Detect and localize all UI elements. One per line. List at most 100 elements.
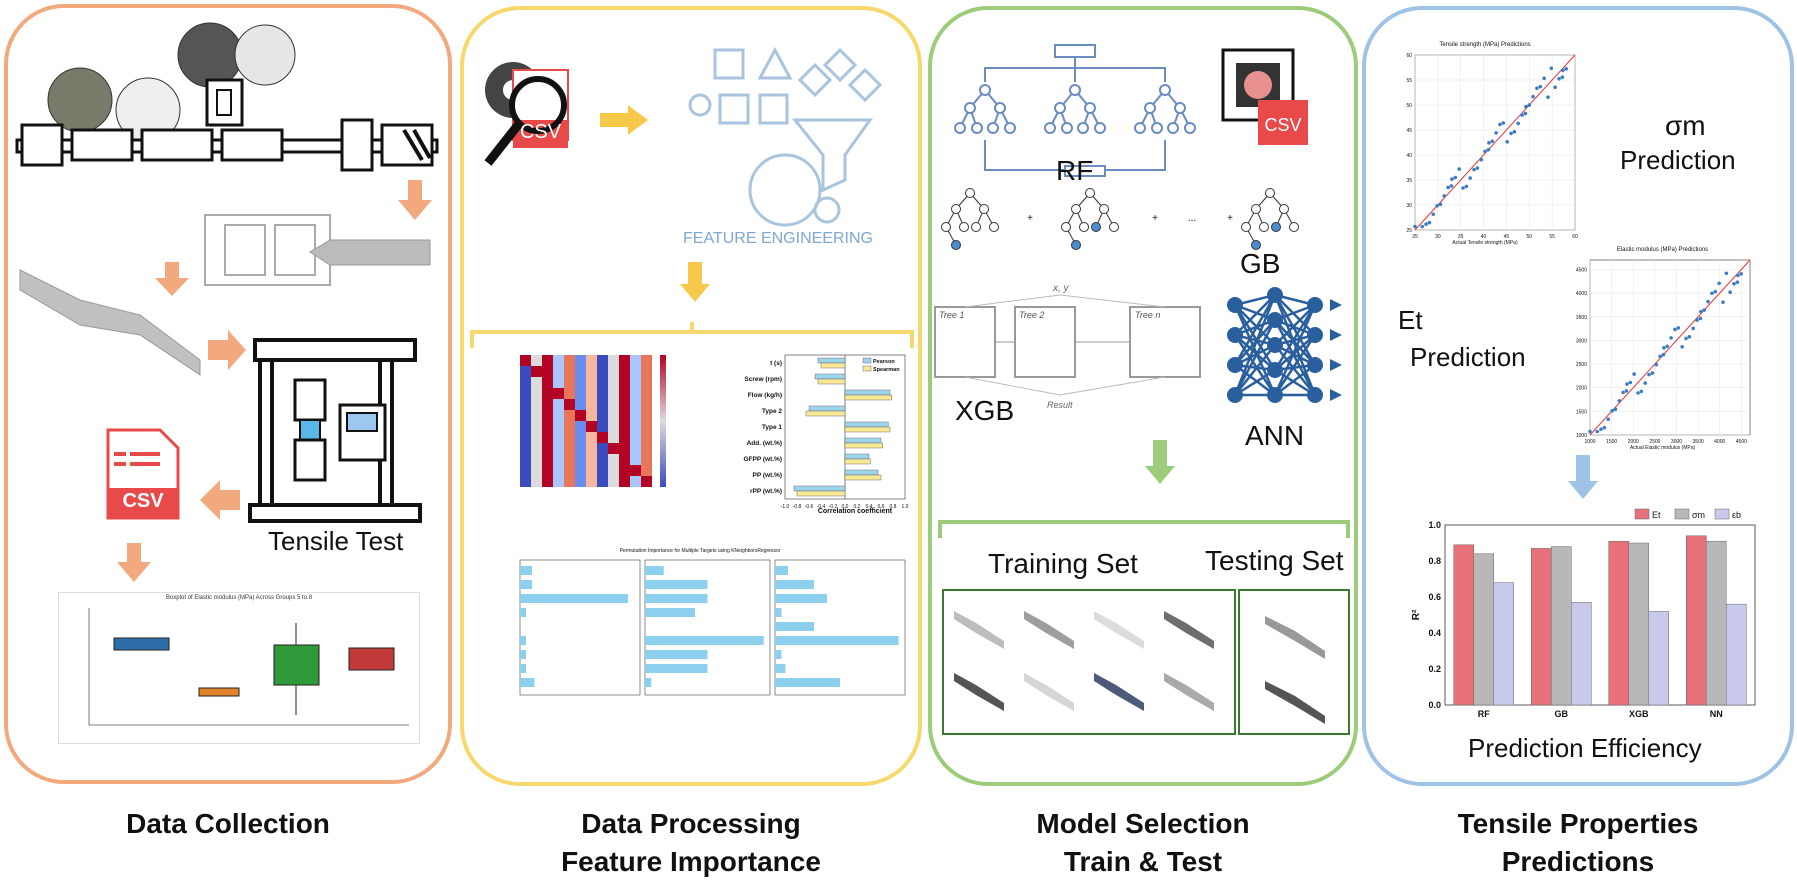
heatmap-cell — [641, 388, 652, 399]
specimen-image — [954, 673, 1004, 711]
scatter-point — [1457, 167, 1461, 171]
corr-bar — [844, 437, 882, 444]
scatter-point — [1602, 425, 1607, 430]
scatter-point — [1472, 167, 1476, 172]
r2-bar — [1453, 544, 1474, 706]
r2-bar — [1531, 548, 1552, 706]
heatmap-cell — [553, 377, 564, 388]
caption-line2: Feature Importance — [561, 846, 821, 877]
scatter-tick-label: 4500 — [1576, 267, 1587, 273]
scatter-point — [1435, 204, 1439, 208]
tree-node — [1071, 204, 1081, 214]
heatmap-cell — [564, 355, 575, 366]
scatter-point — [1520, 113, 1524, 117]
corr-bar — [844, 389, 891, 396]
heatmap-cell — [542, 432, 553, 443]
heatmap-cell — [630, 454, 641, 465]
ann-edge — [1233, 334, 1277, 396]
heatmap-cell — [597, 377, 608, 388]
corr-bar — [814, 373, 846, 380]
importance-bar — [645, 678, 652, 687]
tree-node — [979, 84, 991, 96]
scatter-point — [1684, 336, 1688, 341]
heatmap-cell — [619, 421, 630, 432]
importance-bar — [775, 608, 782, 617]
heatmap-cell — [586, 443, 597, 454]
scatter-tick-label: 3000 — [1576, 338, 1587, 344]
scatter-point — [1624, 389, 1629, 393]
scatter-point — [1698, 316, 1703, 321]
heatmap-cell — [542, 421, 553, 432]
tree-node — [1174, 102, 1186, 114]
heatmap-cell — [575, 476, 586, 487]
tree-node — [1241, 222, 1251, 232]
heatmap-cell — [586, 432, 597, 443]
extruder-illustration — [15, 78, 439, 172]
scatter-point — [1479, 157, 1484, 162]
corr-legend-label: Spearman — [873, 367, 900, 373]
scatter-point — [1546, 95, 1550, 99]
importance-title: Permutation Importance for Multiple Targ… — [619, 548, 781, 554]
panel-data-processing — [460, 6, 922, 786]
testing-set-label: Testing Set — [1205, 545, 1344, 576]
heatmap-cell — [630, 443, 641, 454]
tree-node — [1167, 122, 1179, 134]
heatmap-cell — [619, 465, 630, 476]
importance-bar — [775, 650, 782, 659]
ann-edge — [1273, 334, 1317, 396]
r2-legend-swatch — [1714, 508, 1730, 520]
corr-feature-label: Type 2 — [762, 408, 782, 415]
heatmap-cell — [586, 399, 597, 410]
permutation-importance-chart: Permutation Importance for Multiple Targ… — [490, 548, 910, 718]
scatter-point — [1617, 399, 1622, 403]
corr-tick-label: 0.4 — [866, 504, 873, 510]
scatter-tick-label: 3000 — [1671, 439, 1682, 445]
heatmap-cell — [586, 388, 597, 399]
r2-bar — [1706, 540, 1727, 706]
sigma-prediction-label: Prediction — [1620, 145, 1736, 175]
corr-tick-label: -0.8 — [793, 504, 802, 510]
r2-tick-label: 0.0 — [1428, 700, 1441, 710]
ann-neuron — [1267, 312, 1283, 328]
corr-tick-label: -0.4 — [817, 504, 826, 510]
heatmap-cell — [531, 366, 542, 377]
heatmap-cell — [597, 355, 608, 366]
importance-bar — [775, 678, 840, 687]
scatter-tick-label: 60 — [1572, 234, 1578, 240]
r2-legend-swatch — [1674, 508, 1690, 520]
ann-neuron — [1227, 387, 1243, 403]
scatter-point — [1438, 202, 1443, 207]
heatmap-cell — [520, 432, 531, 443]
ann-neuron — [1307, 297, 1323, 313]
heatmap-cell — [575, 377, 586, 388]
heatmap-cell — [641, 399, 652, 410]
scatter-point — [1427, 220, 1432, 225]
heatmap-cell — [597, 421, 608, 432]
ann-edge — [1234, 294, 1276, 336]
heatmap-cell — [619, 432, 630, 443]
plus-sign: + — [1152, 213, 1158, 224]
corr-feature-label: Type 1 — [762, 424, 782, 431]
scatter-point — [1431, 212, 1436, 217]
ellipsis: ... — [1188, 213, 1196, 224]
heatmap-cell — [575, 421, 586, 432]
importance-bar — [520, 650, 526, 659]
importance-bar — [520, 580, 532, 589]
tree-node — [1061, 222, 1071, 232]
tree-node — [987, 122, 999, 134]
corr-legend-swatch — [862, 365, 872, 372]
tree-node — [1091, 222, 1101, 232]
heatmap-cell — [575, 355, 586, 366]
scatter-point — [1658, 354, 1662, 359]
importance-bar — [775, 566, 788, 575]
heatmap-cell — [564, 388, 575, 399]
scatter-point — [1490, 139, 1495, 144]
heatmap-cell — [553, 366, 564, 377]
ann-edge — [1234, 344, 1276, 396]
scatter-point — [1464, 184, 1469, 189]
heatmap-cell — [520, 377, 531, 388]
heatmap-cell — [520, 355, 531, 366]
scatter-point — [1442, 194, 1447, 198]
plus-sign: + — [1027, 213, 1033, 224]
